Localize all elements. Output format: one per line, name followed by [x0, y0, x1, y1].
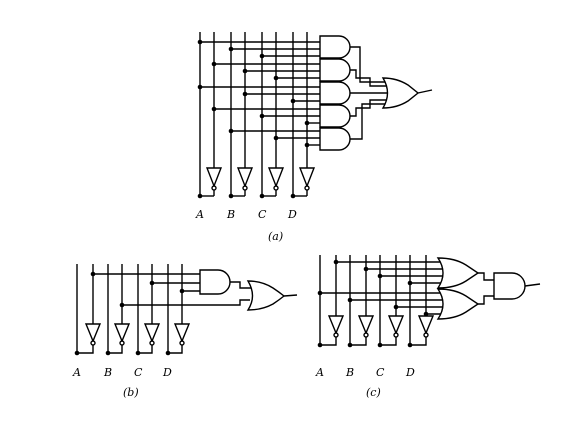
panel-c-label-a: A [315, 366, 324, 379]
panel-a-junctions [197, 39, 310, 199]
panel-a-or-inputs [350, 46, 388, 140]
or-gate-c-1 [436, 257, 480, 289]
and-gate-c [493, 272, 526, 300]
or-gate-b [246, 280, 286, 311]
panel-c-label-b: B [345, 366, 354, 379]
panel-c-inverters [320, 312, 435, 346]
panel-c-label-d: D [405, 366, 415, 379]
panel-a-and-gates [319, 35, 351, 151]
panel-b-term-wires [93, 273, 250, 306]
panel-a-inverters [200, 164, 316, 197]
panel-b-inverters [77, 320, 191, 354]
not-gate-c [267, 167, 285, 191]
panel-b-label-a: A [72, 366, 81, 379]
panel-b-junctions [74, 271, 185, 356]
and-gate-2 [319, 58, 351, 82]
panel-c-label-c: C [376, 366, 385, 379]
panel-a-caption: (a) [268, 230, 283, 243]
panel-a: A B C D (a) [195, 32, 433, 243]
and-gate-3 [319, 81, 351, 105]
and-gate-b [199, 269, 231, 295]
and-gate-1 [319, 35, 351, 59]
panel-a-label-a: A [195, 208, 204, 221]
panel-b: A B C D (b) [72, 264, 298, 399]
not-gate-d [298, 167, 316, 191]
panel-c-caption: (c) [366, 386, 381, 399]
panel-a-label-b: B [226, 208, 235, 221]
panel-c-junctions [317, 259, 429, 348]
panel-b-label-c: C [134, 366, 143, 379]
and-gate-4 [319, 104, 351, 128]
not-gate-a [200, 164, 223, 197]
or-gate-a [381, 77, 420, 109]
panel-c-term-wires [320, 261, 446, 315]
panel-a-label-d: D [287, 208, 297, 221]
not-gate-b [236, 167, 254, 191]
panel-a-term-wires [200, 41, 320, 146]
panel-b-caption: (b) [123, 386, 139, 399]
panel-b-label-d: D [162, 366, 172, 379]
panel-c: A B C D (c) [315, 255, 541, 399]
and-gate-5 [319, 127, 351, 151]
or-gate-c-2 [436, 288, 480, 320]
panel-b-input-rails [76, 264, 183, 353]
panel-b-label-b: B [103, 366, 112, 379]
panel-a-label-c: C [258, 208, 267, 221]
